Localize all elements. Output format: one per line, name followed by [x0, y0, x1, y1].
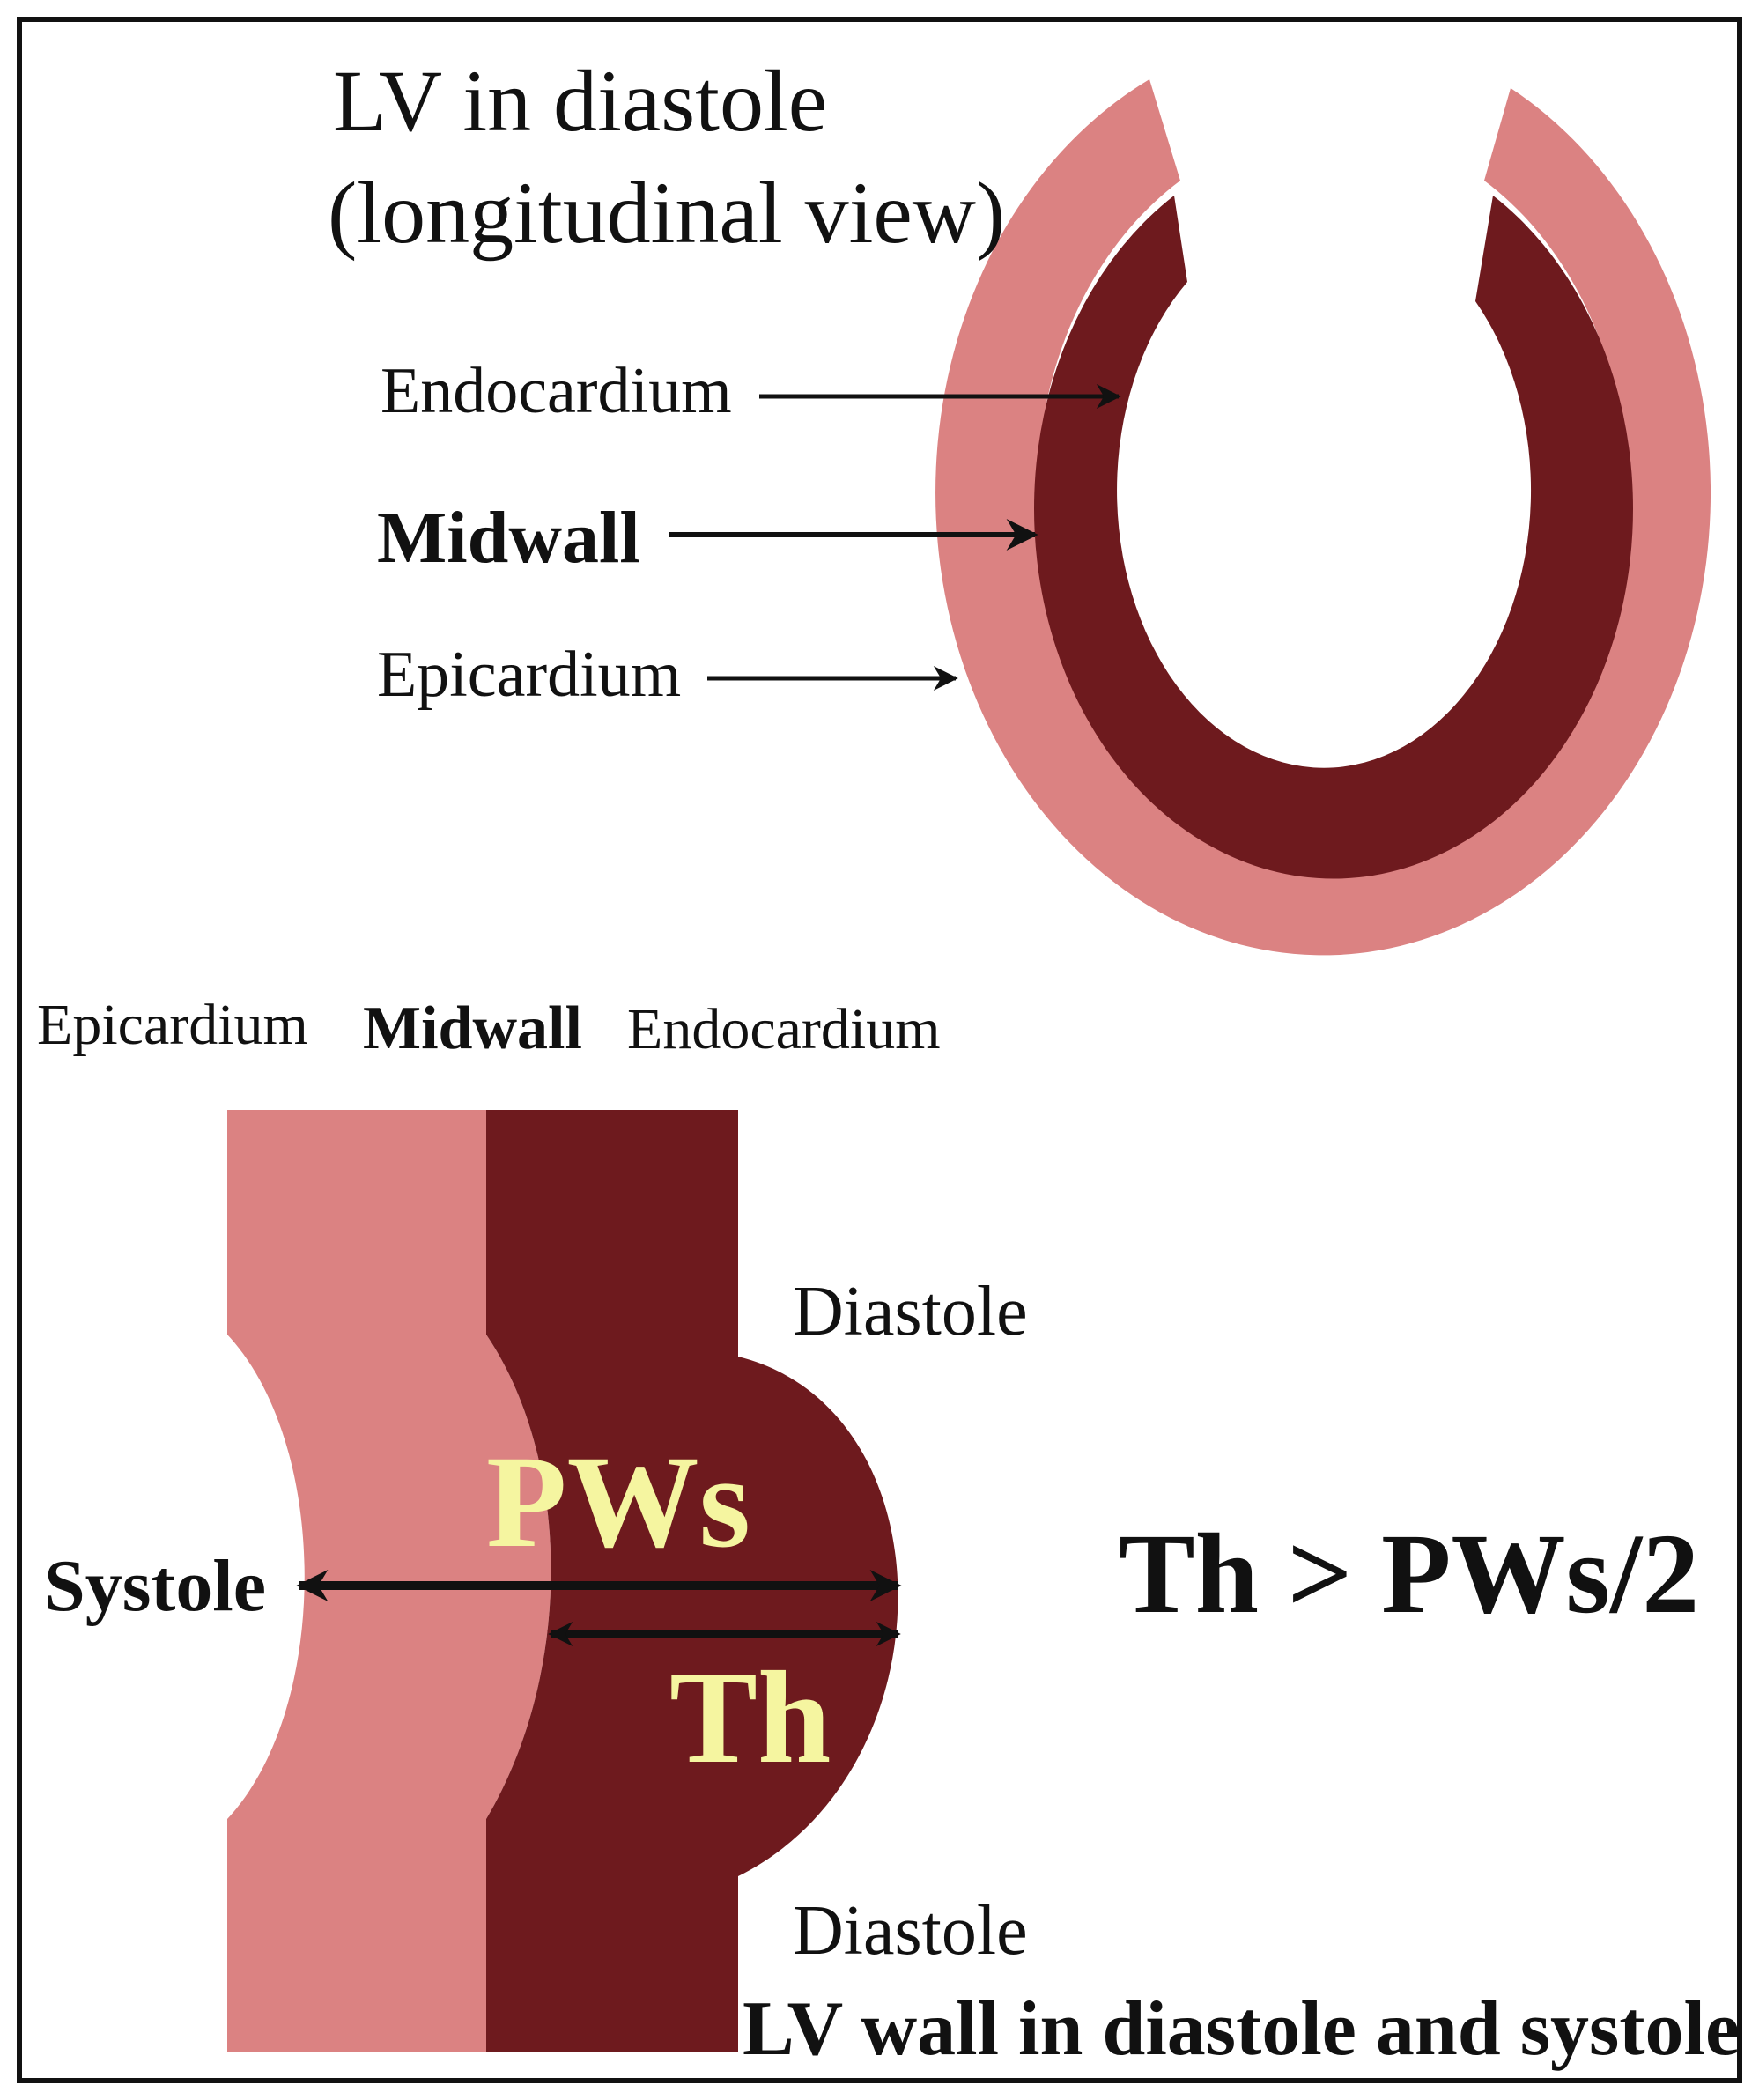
diastole-bottom-label: Diastole	[793, 1892, 1028, 1970]
top-label-endocardium: Endocardium	[381, 355, 732, 427]
pws-label: PWs	[486, 1429, 750, 1575]
header-midwall: Midwall	[363, 995, 582, 1062]
lv-ring	[935, 79, 1711, 956]
top-title-line1: LV in diastole	[333, 52, 827, 150]
systole-label: Systole	[44, 1545, 266, 1627]
header-endocardium: Endocardium	[627, 997, 941, 1061]
top-title-line2: (longitudinal view)	[328, 164, 1005, 262]
diastole-top-label: Diastole	[793, 1273, 1028, 1350]
bottom-caption: LV wall in diastole and systole	[743, 1986, 1740, 2072]
formula: Th > PWs/2	[1119, 1511, 1699, 1638]
header-epicardium: Epicardium	[37, 993, 308, 1057]
top-label-midwall: Midwall	[377, 497, 640, 579]
th-label: Th	[669, 1645, 831, 1791]
midwall-layer	[1034, 196, 1633, 879]
top-label-epicardium: Epicardium	[377, 639, 681, 711]
